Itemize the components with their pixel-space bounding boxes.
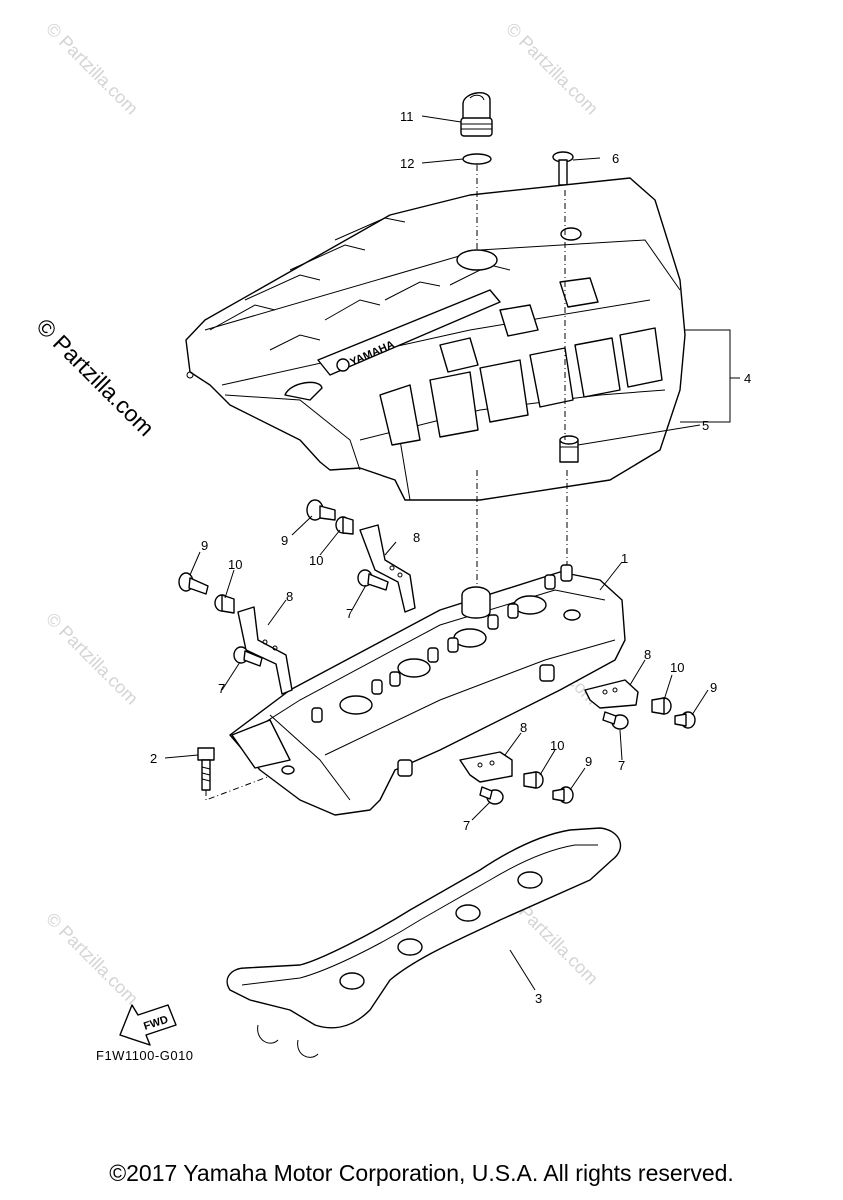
callout-label: 9 [201,538,208,553]
callout-label: 9 [281,533,288,548]
watermark-large: © Partzilla.com [31,313,159,441]
callout-label: 7 [618,758,625,773]
collar [523,771,544,789]
callouts: 11 12 6 4 5 9 10 8 7 9 10 8 7 1 8 10 9 7… [150,109,751,1006]
collar [651,697,672,715]
leader-line [164,754,199,759]
callout-label: 10 [670,660,684,675]
screw [552,151,574,186]
flange-bolt [602,711,629,730]
callout-label: 10 [228,557,242,572]
fwd-arrow-icon: FWD [119,1004,177,1046]
callout-label: 3 [535,991,542,1006]
callout-label: 11 [400,109,414,124]
bracket [359,524,416,613]
callout-label: 10 [309,553,323,568]
bracket [459,751,513,783]
center-line [205,769,287,801]
yamaha-logo-plate [317,289,501,376]
callout-label: 7 [463,818,470,833]
collar [214,594,235,614]
bracket [237,606,293,695]
flange-bolt [233,646,263,667]
flange-bolt [479,786,504,805]
callout-label: 4 [744,371,751,386]
gasket [226,827,622,1058]
screw [178,572,209,595]
watermark: © Partzilla.com [42,909,142,1009]
callout-label: 8 [644,647,651,662]
watermark: © Partzilla.com [42,609,142,709]
o-ring [462,153,492,165]
engine-cover: YAMAHA [185,177,686,501]
collar [335,516,354,535]
center-line [564,190,568,570]
leader-line [577,424,701,446]
callout-label: 8 [520,720,527,735]
callout-label: 9 [585,754,592,769]
flange-bolt [357,569,389,591]
callout-label: 7 [346,606,353,621]
cylinder-head-cover [229,564,626,816]
screw [674,711,696,729]
watermark: © Partzilla.com [42,19,142,119]
callout-label: 8 [286,589,293,604]
leader-lines [189,115,709,991]
screw [552,786,574,804]
callout-label: 9 [710,680,717,695]
callout-label: 6 [612,151,619,166]
copyright-notice: ©2017 Yamaha Motor Corporation, U.S.A. A… [109,1160,734,1186]
screw [306,499,336,521]
callout-label: 5 [702,418,709,433]
bolt [197,747,215,791]
bracket [584,679,639,709]
diagram-reference-code: F1W1100-G010 [96,1048,194,1063]
grommet [559,435,579,463]
callout-label: 7 [218,681,225,696]
bracket-line [680,329,731,423]
callout-label: 8 [413,530,420,545]
callout-label: 10 [550,738,564,753]
watermark: © Partzilla.com [502,19,602,119]
callout-label: 1 [621,551,628,566]
callout-label: 12 [400,156,414,171]
callout-label: 2 [150,751,157,766]
oil-filler-cap [460,92,493,137]
